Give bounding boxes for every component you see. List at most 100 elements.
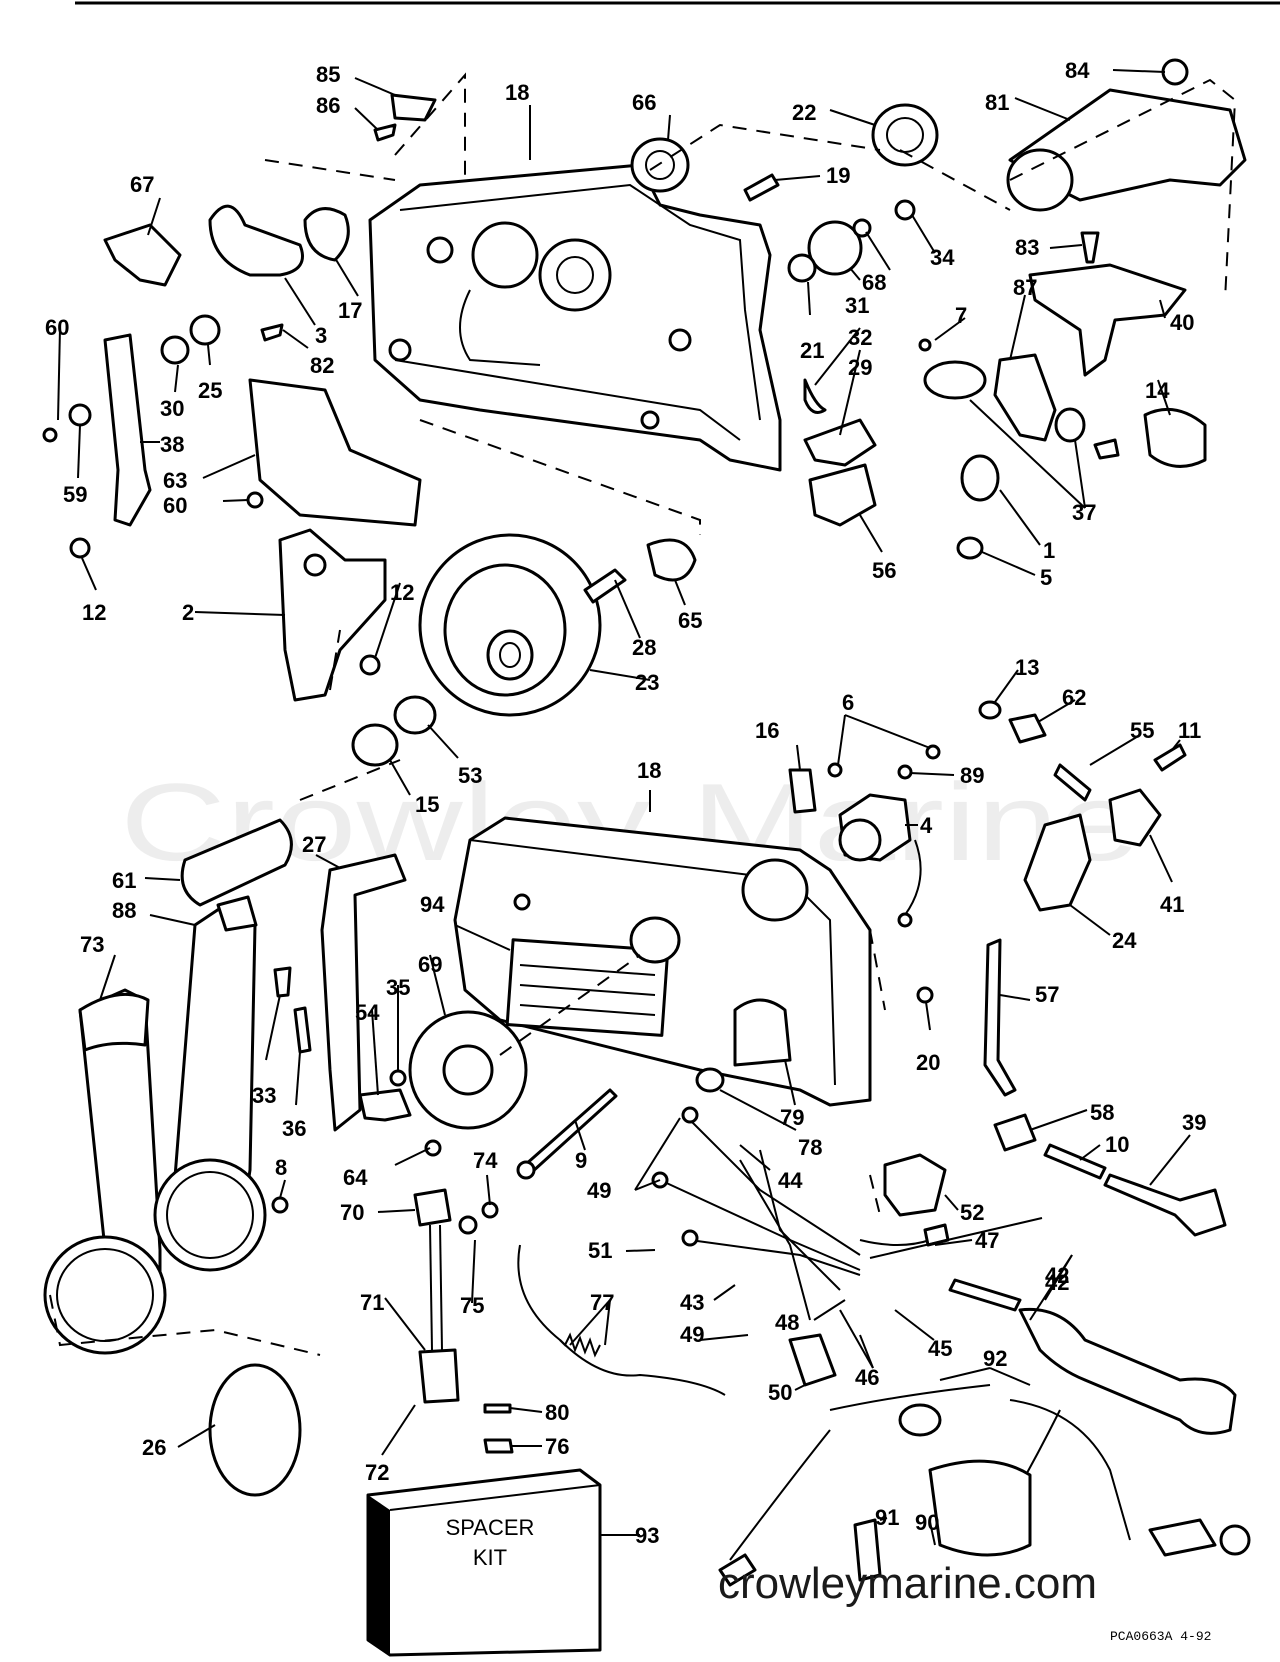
screw-60a — [42, 427, 58, 443]
callout: 66 — [632, 90, 656, 115]
washer-21 — [787, 253, 817, 283]
callout: 81 — [985, 90, 1009, 115]
callout: 46 — [855, 1365, 879, 1390]
callout: 33 — [252, 1083, 276, 1108]
nut-78 — [695, 1067, 725, 1093]
callout: 1 — [1043, 538, 1055, 563]
screw-83 — [1080, 231, 1100, 264]
callout: 64 — [343, 1165, 368, 1190]
washer-59 — [68, 403, 92, 427]
retainer-53 — [393, 695, 437, 735]
callout: 67 — [130, 172, 154, 197]
handle-73 — [43, 988, 167, 1355]
cable-92c — [729, 1429, 831, 1561]
callout: 48 — [775, 1310, 799, 1335]
fitting-50 — [788, 1333, 837, 1387]
lever-38 — [103, 333, 152, 527]
callout: 32 — [848, 325, 872, 350]
callout: 30 — [160, 396, 184, 421]
screw-12a — [69, 537, 91, 559]
callout: 55 — [1130, 718, 1154, 743]
buzzer-4 — [838, 793, 922, 928]
lanyard-77 — [517, 1244, 726, 1396]
switch-52 — [883, 1153, 947, 1217]
website-text: crowleymarine.com — [718, 1559, 1097, 1608]
callout: 10 — [1105, 1132, 1129, 1157]
screw-6a — [827, 762, 843, 778]
callout: 16 — [755, 718, 779, 743]
bolt-9 — [523, 1088, 618, 1174]
detent-56 — [808, 463, 877, 527]
clip-54 — [358, 1088, 412, 1122]
callout: 87 — [1013, 275, 1037, 300]
drum-23 — [418, 533, 602, 717]
callout: 6 — [842, 690, 854, 715]
callout: 50 — [768, 1380, 792, 1405]
callout-labels: 85 86 18 66 22 84 81 67 19 34 83 17 68 6… — [45, 58, 1206, 1548]
spacer-kit-box: SPACER KIT — [366, 1468, 602, 1657]
screw-64 — [424, 1139, 442, 1157]
screw-19 — [743, 173, 780, 202]
detent-62 — [1008, 713, 1047, 744]
grommet-22 — [871, 103, 939, 167]
callout: 17 — [338, 298, 362, 323]
link-3 — [208, 204, 304, 277]
drawing-code: PCA0663A 4-92 — [1110, 1629, 1211, 1644]
callout: 60 — [45, 315, 69, 340]
callout: 34 — [930, 245, 955, 270]
nut-30 — [160, 335, 190, 365]
callout: 77 — [590, 1290, 614, 1315]
leader-lines — [57, 69, 1191, 1546]
washer-89 — [897, 764, 913, 780]
bushing-15 — [351, 723, 399, 767]
bracket-40 — [1028, 263, 1187, 377]
callout: 75 — [460, 1293, 484, 1318]
callout: 13 — [1015, 655, 1039, 680]
spacer-kit-line2: KIT — [473, 1545, 507, 1570]
callout: 9 — [575, 1148, 587, 1173]
callout: 58 — [1090, 1100, 1114, 1125]
clip-5 — [956, 536, 984, 560]
key-37 — [1093, 438, 1120, 460]
cable-92b — [1009, 1399, 1131, 1541]
callout: 15 — [415, 792, 439, 817]
callout: 12 — [82, 600, 106, 625]
screw-86 — [373, 123, 397, 142]
callout: 25 — [198, 378, 222, 403]
callout: 91 — [875, 1505, 899, 1530]
callout: 71 — [360, 1290, 384, 1315]
callout: 93 — [635, 1523, 659, 1548]
callout: 57 — [1035, 982, 1059, 1007]
callout: 8 — [275, 1155, 287, 1180]
callout: 88 — [112, 898, 136, 923]
shaft-39 — [1103, 1173, 1227, 1237]
control-housing-rear — [368, 163, 782, 472]
callout: 5 — [1040, 565, 1052, 590]
callout: 90 — [915, 1510, 939, 1535]
nut-84 — [1161, 58, 1189, 86]
filler-61 — [180, 818, 293, 907]
washer-25 — [189, 314, 221, 346]
retainer-66 — [630, 137, 690, 193]
ring-37 — [1054, 407, 1086, 443]
callout: 68 — [862, 270, 886, 295]
callout: 63 — [163, 468, 187, 493]
callout: 19 — [826, 163, 850, 188]
screw-60b — [246, 491, 264, 509]
spring-32 — [803, 378, 827, 414]
callout: 94 — [420, 892, 445, 917]
callout: 2 — [182, 600, 194, 625]
callout: 82 — [310, 353, 334, 378]
lever-57 — [983, 938, 1017, 1097]
callout: 36 — [282, 1116, 306, 1141]
plate-63 — [248, 378, 422, 527]
callout: 84 — [1065, 58, 1090, 83]
callout: 49 — [587, 1178, 611, 1203]
screw-7 — [918, 338, 932, 352]
callout: 78 — [798, 1135, 822, 1160]
callout: 59 — [63, 482, 87, 507]
callout: 39 — [1182, 1110, 1206, 1135]
screw-12b — [359, 654, 381, 676]
callout: 86 — [316, 93, 340, 118]
callout: 85 — [316, 62, 340, 87]
